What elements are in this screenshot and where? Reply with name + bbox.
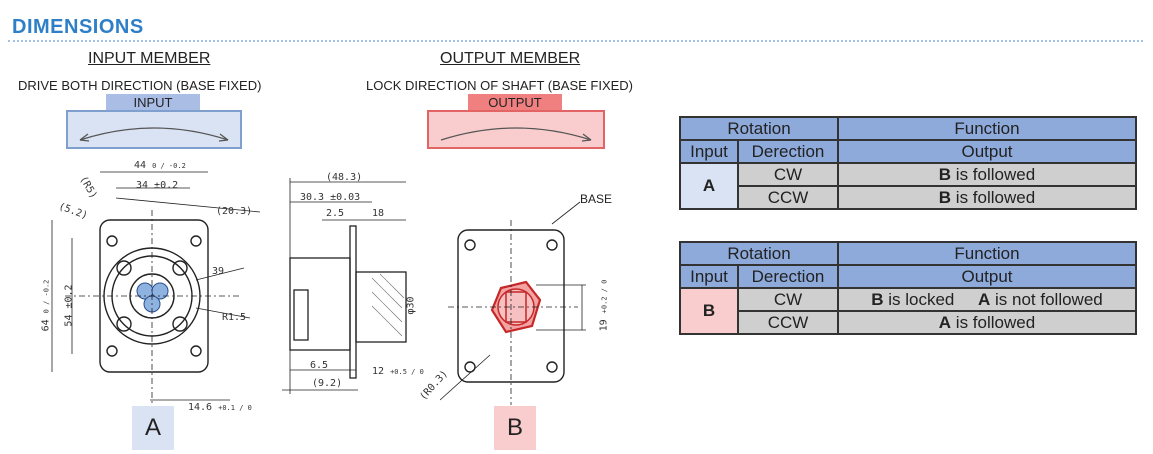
- function-table-b: Rotation Function Input Derection Output…: [679, 241, 1137, 335]
- marker-b: B: [494, 406, 536, 450]
- page-title: DIMENSIONS: [12, 16, 144, 38]
- dim-phi-30: φ30: [405, 296, 417, 315]
- side-view-drawing: [282, 178, 407, 394]
- dim-width-34: 34 ±0.2: [136, 180, 179, 191]
- header-function: Function: [837, 116, 1137, 141]
- dim-6-5: 6.5: [310, 360, 329, 371]
- dim-14-6: 14.6 +0.1 / 0: [188, 402, 252, 413]
- dim-30-3: 30.3 ±0.03: [300, 192, 361, 203]
- output-cell: A is followed: [837, 310, 1137, 335]
- output-member-subheading: LOCK DIRECTION OF SHAFT (BASE FIXED): [366, 78, 634, 93]
- input-cell-b: B: [679, 287, 739, 335]
- output-cell: B is locked A is not followed: [837, 287, 1137, 312]
- dim-48-3: (48.3): [326, 172, 363, 183]
- dim-height-54: 54 ±0.2: [63, 284, 75, 327]
- dim-height-64: 64 0 / -0.2: [40, 279, 52, 332]
- output-cell: B is followed: [837, 162, 1137, 187]
- dim-19: 19 +0.2 / 0: [598, 279, 610, 332]
- dim-18: 18: [372, 208, 385, 219]
- base-label: BASE: [580, 192, 613, 206]
- subheader-output: Output: [837, 264, 1137, 289]
- header-function: Function: [837, 241, 1137, 266]
- output-cell: B is followed: [837, 185, 1137, 210]
- output-member-heading: OUTPUT MEMBER: [440, 50, 581, 67]
- input-front-view-drawing: [51, 171, 261, 415]
- dim-12: 12 +0.5 / 0: [372, 366, 424, 377]
- dim-9-2: (9.2): [312, 378, 343, 389]
- direction-cell: CW: [737, 162, 839, 187]
- dim-r1-5: R1.5: [222, 312, 247, 323]
- subheader-output: Output: [837, 139, 1137, 164]
- subheader-direction: Derection: [737, 264, 839, 289]
- output-front-view-drawing: [440, 201, 586, 405]
- dim-width-44: 44 0 / -0.2: [134, 160, 186, 171]
- title-divider: [8, 40, 1143, 42]
- marker-a: A: [132, 406, 174, 450]
- input-member-subheading: DRIVE BOTH DIRECTION (BASE FIXED): [18, 78, 262, 93]
- direction-cell: CW: [737, 287, 839, 312]
- subheader-input: Input: [679, 139, 739, 164]
- direction-cell: CCW: [737, 310, 839, 335]
- input-member-heading: INPUT MEMBER: [88, 50, 211, 67]
- input-tag: INPUT: [106, 94, 200, 112]
- function-table-a: Rotation Function Input Derection Output…: [679, 116, 1137, 210]
- subheader-direction: Derection: [737, 139, 839, 164]
- subheader-input: Input: [679, 264, 739, 289]
- output-tag: OUTPUT: [468, 94, 562, 112]
- header-rotation: Rotation: [679, 241, 839, 266]
- dim-39: 39: [212, 266, 225, 277]
- header-rotation: Rotation: [679, 116, 839, 141]
- input-rotation-indicator: [66, 110, 242, 149]
- direction-cell: CCW: [737, 185, 839, 210]
- output-rotation-indicator: [427, 110, 605, 149]
- dim-2-5: 2.5: [326, 208, 345, 219]
- input-cell-a: A: [679, 162, 739, 210]
- dim-20-3: (20.3): [216, 206, 253, 217]
